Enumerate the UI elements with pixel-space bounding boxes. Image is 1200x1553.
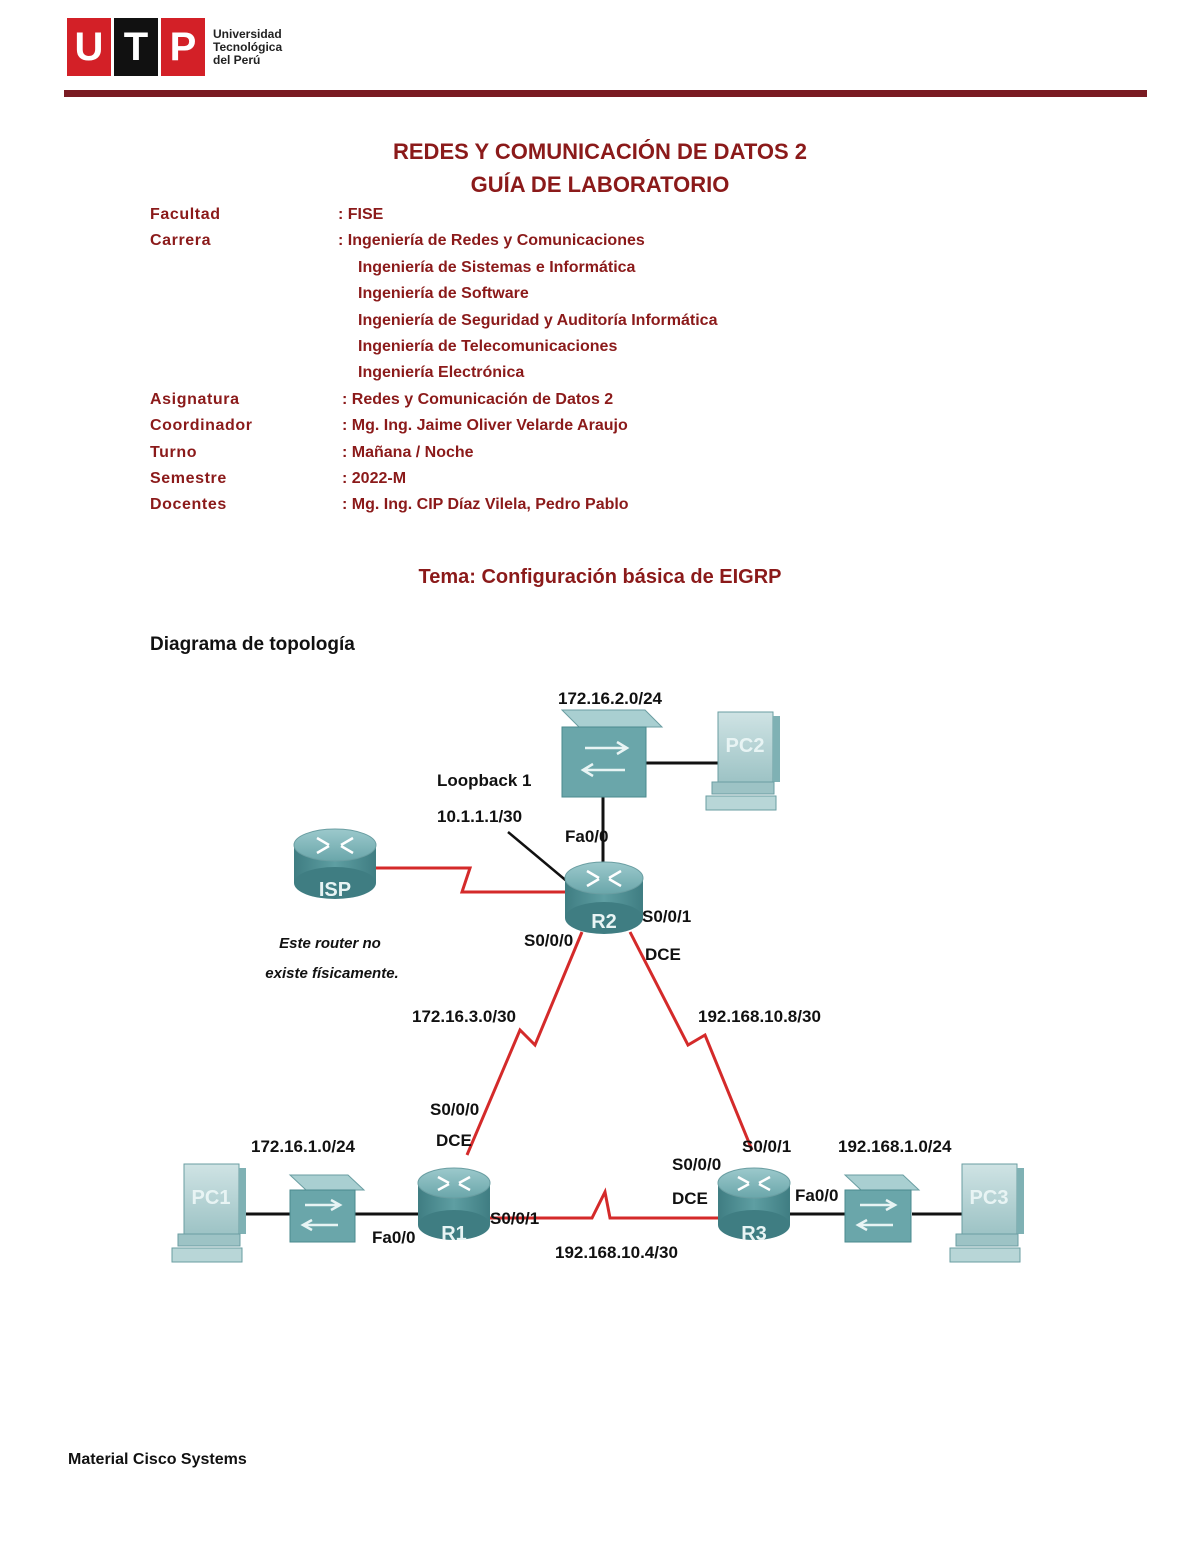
net-label: 192.168.10.4/30: [555, 1243, 678, 1262]
course-title: REDES Y COMUNICACIÓN DE DATOS 2: [393, 139, 807, 164]
turno-value: : Mañana / Noche: [342, 443, 474, 461]
iface-label: Fa0/0: [565, 827, 608, 846]
net-label: 192.168.10.8/30: [698, 1007, 821, 1026]
switch-icon: [288, 1174, 366, 1243]
serial-r1-r2: [465, 931, 584, 1156]
isp-label: ISP: [319, 879, 351, 901]
semestre-label: Semestre: [150, 469, 227, 487]
carrera-value: Ingeniería de Seguridad y Auditoría Info…: [358, 311, 718, 329]
pc-icon: PC3: [949, 1163, 1024, 1263]
switch-icon: [560, 709, 664, 798]
serial-isp-r2: [375, 866, 572, 894]
coordinador-value: : Mg. Ing. Jaime Oliver Velarde Araujo: [342, 417, 628, 435]
router-r3: R3: [717, 1167, 791, 1245]
isp-note: Este router no: [279, 935, 381, 952]
serial-r2-r3: [628, 931, 754, 1151]
switch-icon: [843, 1174, 921, 1243]
topology-heading: Diagrama de topología: [150, 634, 355, 655]
carrera-label: Carrera: [150, 232, 212, 250]
logo-letter-u: U: [67, 18, 111, 76]
serial-r1-r3: [487, 1187, 725, 1220]
utp-logo: U T P Universidad Tecnológica del Perú: [67, 18, 282, 76]
coordinador-label: Coordinador: [150, 417, 253, 435]
iface-label: S0/0/0: [430, 1100, 479, 1119]
net-label: 172.16.3.0/30: [412, 1007, 516, 1026]
r3-label: R3: [741, 1223, 767, 1245]
asignatura-label: Asignatura: [150, 390, 240, 408]
isp-note: existe físicamente.: [265, 965, 398, 982]
iface-label: S0/0/0: [524, 931, 573, 950]
turno-label: Turno: [150, 443, 198, 461]
logo-letter-t: T: [114, 18, 158, 76]
loopback-pointer: [507, 831, 576, 889]
router-r1: R1: [417, 1167, 491, 1245]
logo-university-name: Universidad Tecnológica del Perú: [213, 26, 283, 67]
dce-label: DCE: [436, 1131, 472, 1150]
footer-credit: Material Cisco Systems: [68, 1451, 247, 1468]
asignatura-value: : Redes y Comunicación de Datos 2: [342, 390, 614, 408]
guide-title: GUÍA DE LABORATORIO: [470, 172, 730, 197]
carrera-value: Ingeniería Electrónica: [358, 364, 525, 382]
r2-label: R2: [591, 911, 617, 933]
docentes-label: Docentes: [150, 496, 227, 514]
facultad-label: Facultad: [150, 206, 221, 223]
r1-label: R1: [441, 1223, 467, 1245]
iface-label: S0/0/1: [490, 1209, 539, 1228]
pc1-label: PC1: [192, 1187, 231, 1209]
facultad-value: : FISE: [338, 206, 384, 223]
iface-label: S0/0/0: [672, 1155, 721, 1174]
carrera-value: Ingeniería de Sistemas e Informática: [358, 258, 636, 276]
logo-letter-p: P: [161, 18, 205, 76]
header-rule: [64, 90, 1147, 97]
semestre-value: : 2022-M: [342, 469, 407, 487]
pc-icon: PC2: [705, 711, 780, 811]
dce-label: DCE: [645, 945, 681, 964]
docentes-value: : Mg. Ing. CIP Díaz Vilela, Pedro Pablo: [342, 496, 629, 514]
pc2-label: PC2: [726, 735, 765, 757]
router-r2: R2: [564, 861, 644, 934]
net-label: 172.16.2.0/24: [558, 689, 663, 708]
dce-label: DCE: [672, 1189, 708, 1208]
carrera-value: Ingeniería de Software: [358, 285, 529, 303]
loopback-ip: 10.1.1.1/30: [437, 807, 522, 826]
loopback-name: Loopback 1: [437, 771, 531, 790]
carrera-value: Ingeniería de Telecomunicaciones: [358, 337, 618, 355]
net-label: 192.168.1.0/24: [838, 1137, 952, 1156]
net-label: 172.16.1.0/24: [251, 1137, 356, 1156]
iface-label: S0/0/1: [642, 907, 691, 926]
router-isp: ISP: [293, 828, 377, 901]
pc3-label: PC3: [970, 1187, 1009, 1209]
iface-label: S0/0/1: [742, 1137, 791, 1156]
iface-label: Fa0/0: [795, 1186, 838, 1205]
iface-label: Fa0/0: [372, 1228, 415, 1247]
topic-title: Tema: Configuración básica de EIGRP: [418, 566, 782, 588]
carrera-value: : Ingeniería de Redes y Comunicaciones: [338, 232, 645, 250]
pc-icon: PC1: [171, 1163, 246, 1263]
